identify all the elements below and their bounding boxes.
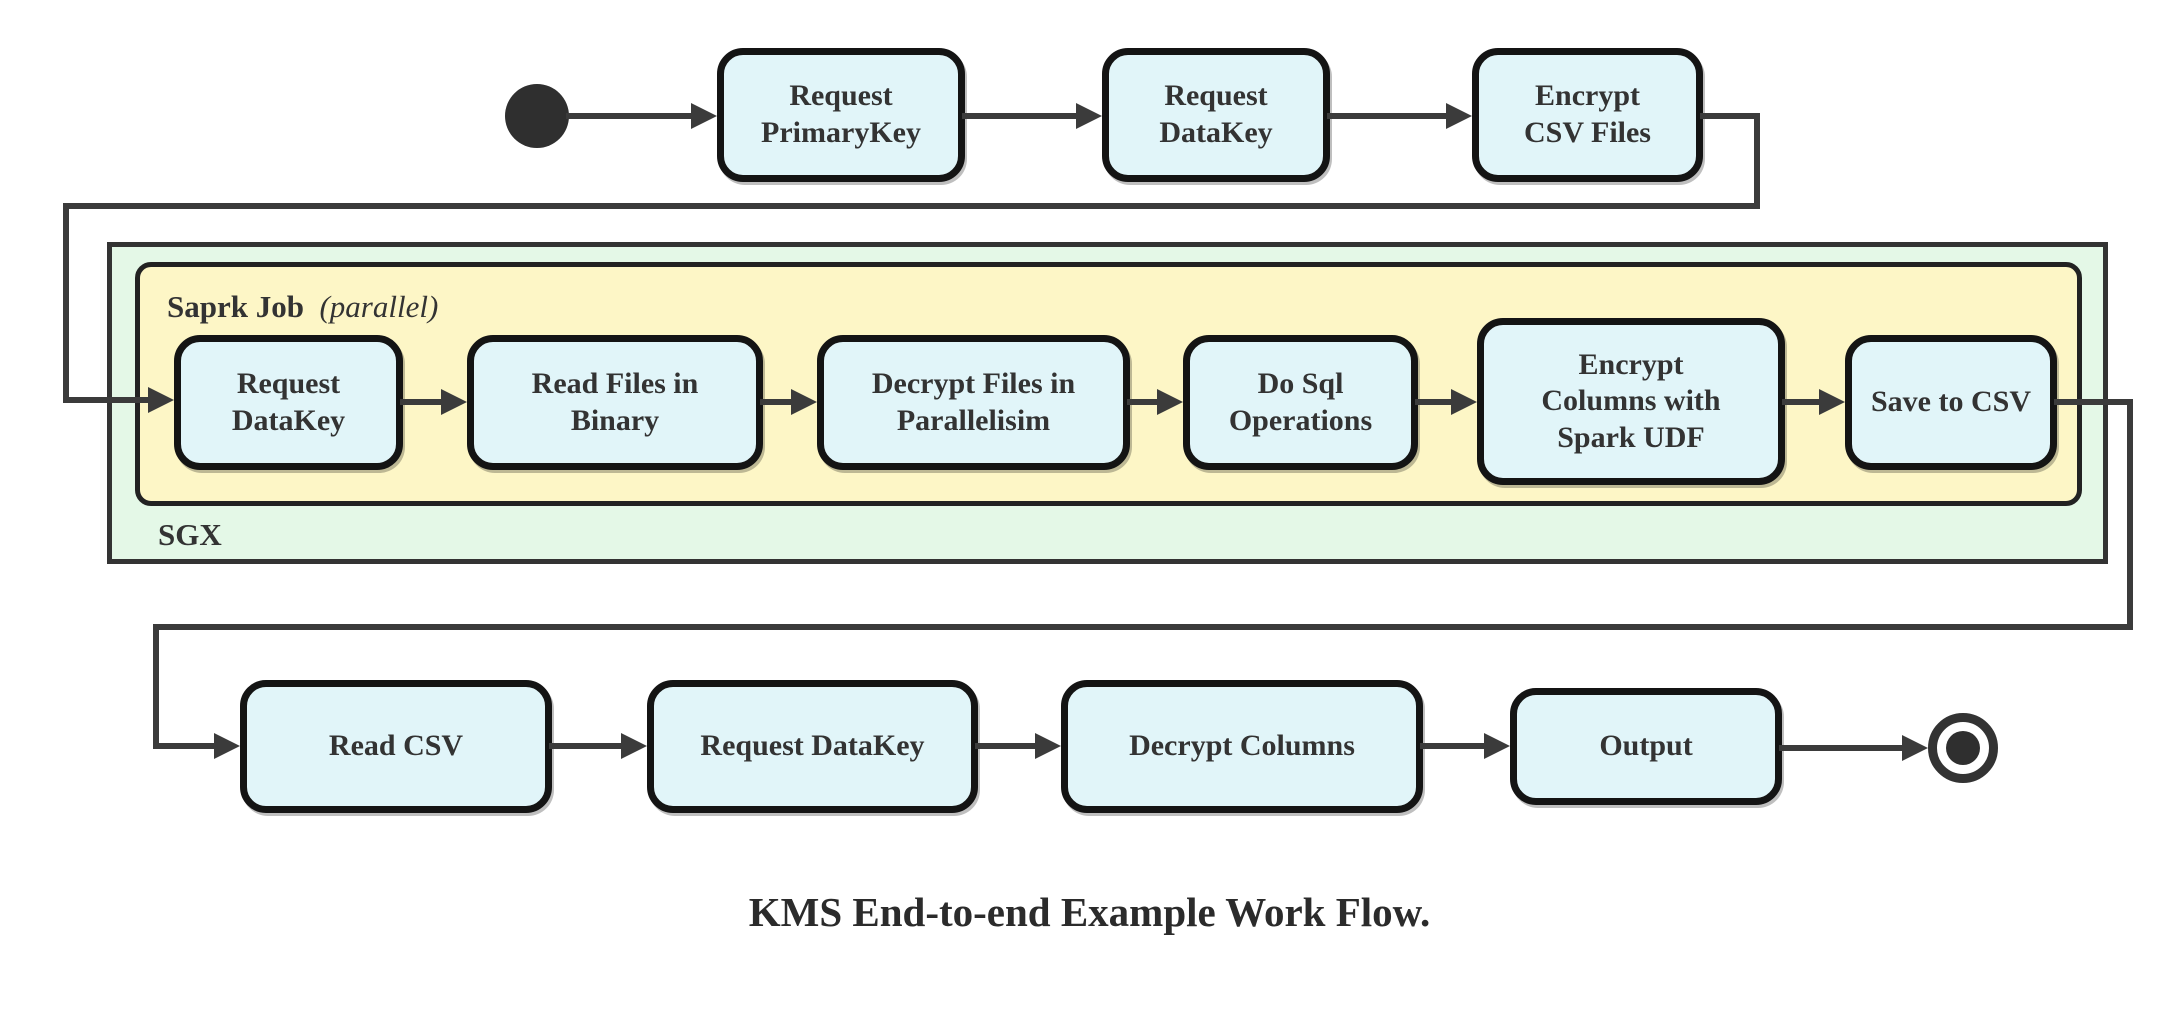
node-label: Decrypt Columns	[1129, 729, 1355, 763]
node-label: Read CSV	[328, 729, 464, 763]
node-label: Request DataKey	[1159, 79, 1273, 149]
node-label: Request DataKey	[231, 366, 346, 437]
arrowhead-icon	[1076, 103, 1102, 129]
node-req-datakey-3: Request DataKey	[647, 680, 978, 813]
arrowhead-icon	[691, 103, 717, 129]
arrowhead-icon	[1484, 733, 1510, 759]
node-label: Save to CSV	[1870, 385, 2031, 419]
node-label: Request DataKey	[700, 729, 925, 763]
node-decrypt-columns: Decrypt Columns	[1061, 680, 1423, 813]
edge-req-datakey-3-to-decrypt-columns	[975, 743, 1038, 749]
edge-save-to-csv-to-read-csv	[2054, 399, 2133, 405]
edge-req-primarykey-to-req-datakey-1	[962, 113, 1079, 119]
edge-encrypt-csv-files-to-req-datakey-2	[63, 203, 69, 403]
node-label: Request PrimaryKey	[761, 79, 921, 149]
edge-read-files-binary-to-decrypt-files-parallel	[760, 399, 794, 405]
node-read-files-binary: Read Files in Binary	[467, 335, 763, 470]
sgx-label: SGX	[158, 517, 222, 552]
node-output: Output	[1510, 688, 1782, 805]
edge-save-to-csv-to-read-csv	[153, 743, 217, 749]
edge-decrypt-columns-to-output	[1420, 743, 1487, 749]
node-encrypt-csv-files: Encrypt CSV Files	[1472, 48, 1703, 182]
arrowhead-icon	[1902, 735, 1928, 761]
node-req-datakey-1: Request DataKey	[1102, 48, 1330, 182]
arrowhead-icon	[621, 733, 647, 759]
node-label: Read Files in Binary	[531, 366, 699, 437]
edge-encrypt-csv-files-to-req-datakey-2	[63, 397, 151, 403]
node-read-csv: Read CSV	[240, 680, 552, 813]
end-state-core	[1946, 731, 1980, 765]
diagram-caption: KMS End-to-end Example Work Flow.	[748, 889, 1431, 935]
node-decrypt-files-parallel: Decrypt Files in Parallelisim	[817, 335, 1130, 470]
arrowhead-icon	[1819, 389, 1845, 415]
node-label: Do Sql Operations	[1228, 366, 1373, 437]
node-req-datakey-2: Request DataKey	[174, 335, 403, 470]
node-label: Output	[1599, 729, 1693, 763]
start-state-icon	[505, 84, 569, 148]
spark-job-label-parallel: (parallel)	[319, 289, 439, 324]
arrowhead-icon	[791, 389, 817, 415]
edge-save-to-csv-to-read-csv	[2127, 399, 2133, 630]
edge-output-to-end	[1779, 745, 1905, 751]
arrowhead-icon	[148, 387, 174, 413]
edge-req-datakey-2-to-read-files-binary	[400, 399, 444, 405]
edge-encrypt-columns-udf-to-save-to-csv	[1782, 399, 1822, 405]
spark-job-label: Saprk Job (parallel)	[167, 289, 438, 325]
edge-read-csv-to-req-datakey-3	[549, 743, 624, 749]
node-label: Encrypt CSV Files	[1524, 79, 1651, 149]
end-state-icon	[1928, 713, 1998, 783]
node-save-to-csv: Save to CSV	[1845, 335, 2057, 470]
spark-job-label-bold: Saprk Job	[167, 289, 304, 324]
edge-encrypt-csv-files-to-req-datakey-2	[1700, 113, 1760, 119]
node-label: Encrypt Columns with Spark UDF	[1541, 347, 1721, 454]
node-req-primarykey: Request PrimaryKey	[717, 48, 965, 182]
edge-decrypt-files-parallel-to-do-sql-operations	[1127, 399, 1160, 405]
edge-save-to-csv-to-read-csv	[153, 624, 159, 749]
arrowhead-icon	[1446, 103, 1472, 129]
node-do-sql-operations: Do Sql Operations	[1183, 335, 1418, 470]
arrowhead-icon	[1035, 733, 1061, 759]
arrowhead-icon	[441, 389, 467, 415]
edge-req-datakey-1-to-encrypt-csv-files	[1327, 113, 1449, 119]
edge-do-sql-operations-to-encrypt-columns-udf	[1415, 399, 1454, 405]
arrowhead-icon	[1451, 389, 1477, 415]
edge-encrypt-csv-files-to-req-datakey-2	[63, 203, 1760, 209]
node-label: Decrypt Files in Parallelisim	[871, 366, 1076, 437]
arrowhead-icon	[214, 733, 240, 759]
edge-encrypt-csv-files-to-req-datakey-2	[1754, 113, 1760, 209]
node-encrypt-columns-udf: Encrypt Columns with Spark UDF	[1477, 318, 1785, 485]
edge-start-to-req-primarykey	[566, 113, 694, 119]
arrowhead-icon	[1157, 389, 1183, 415]
edge-save-to-csv-to-read-csv	[153, 624, 2133, 630]
